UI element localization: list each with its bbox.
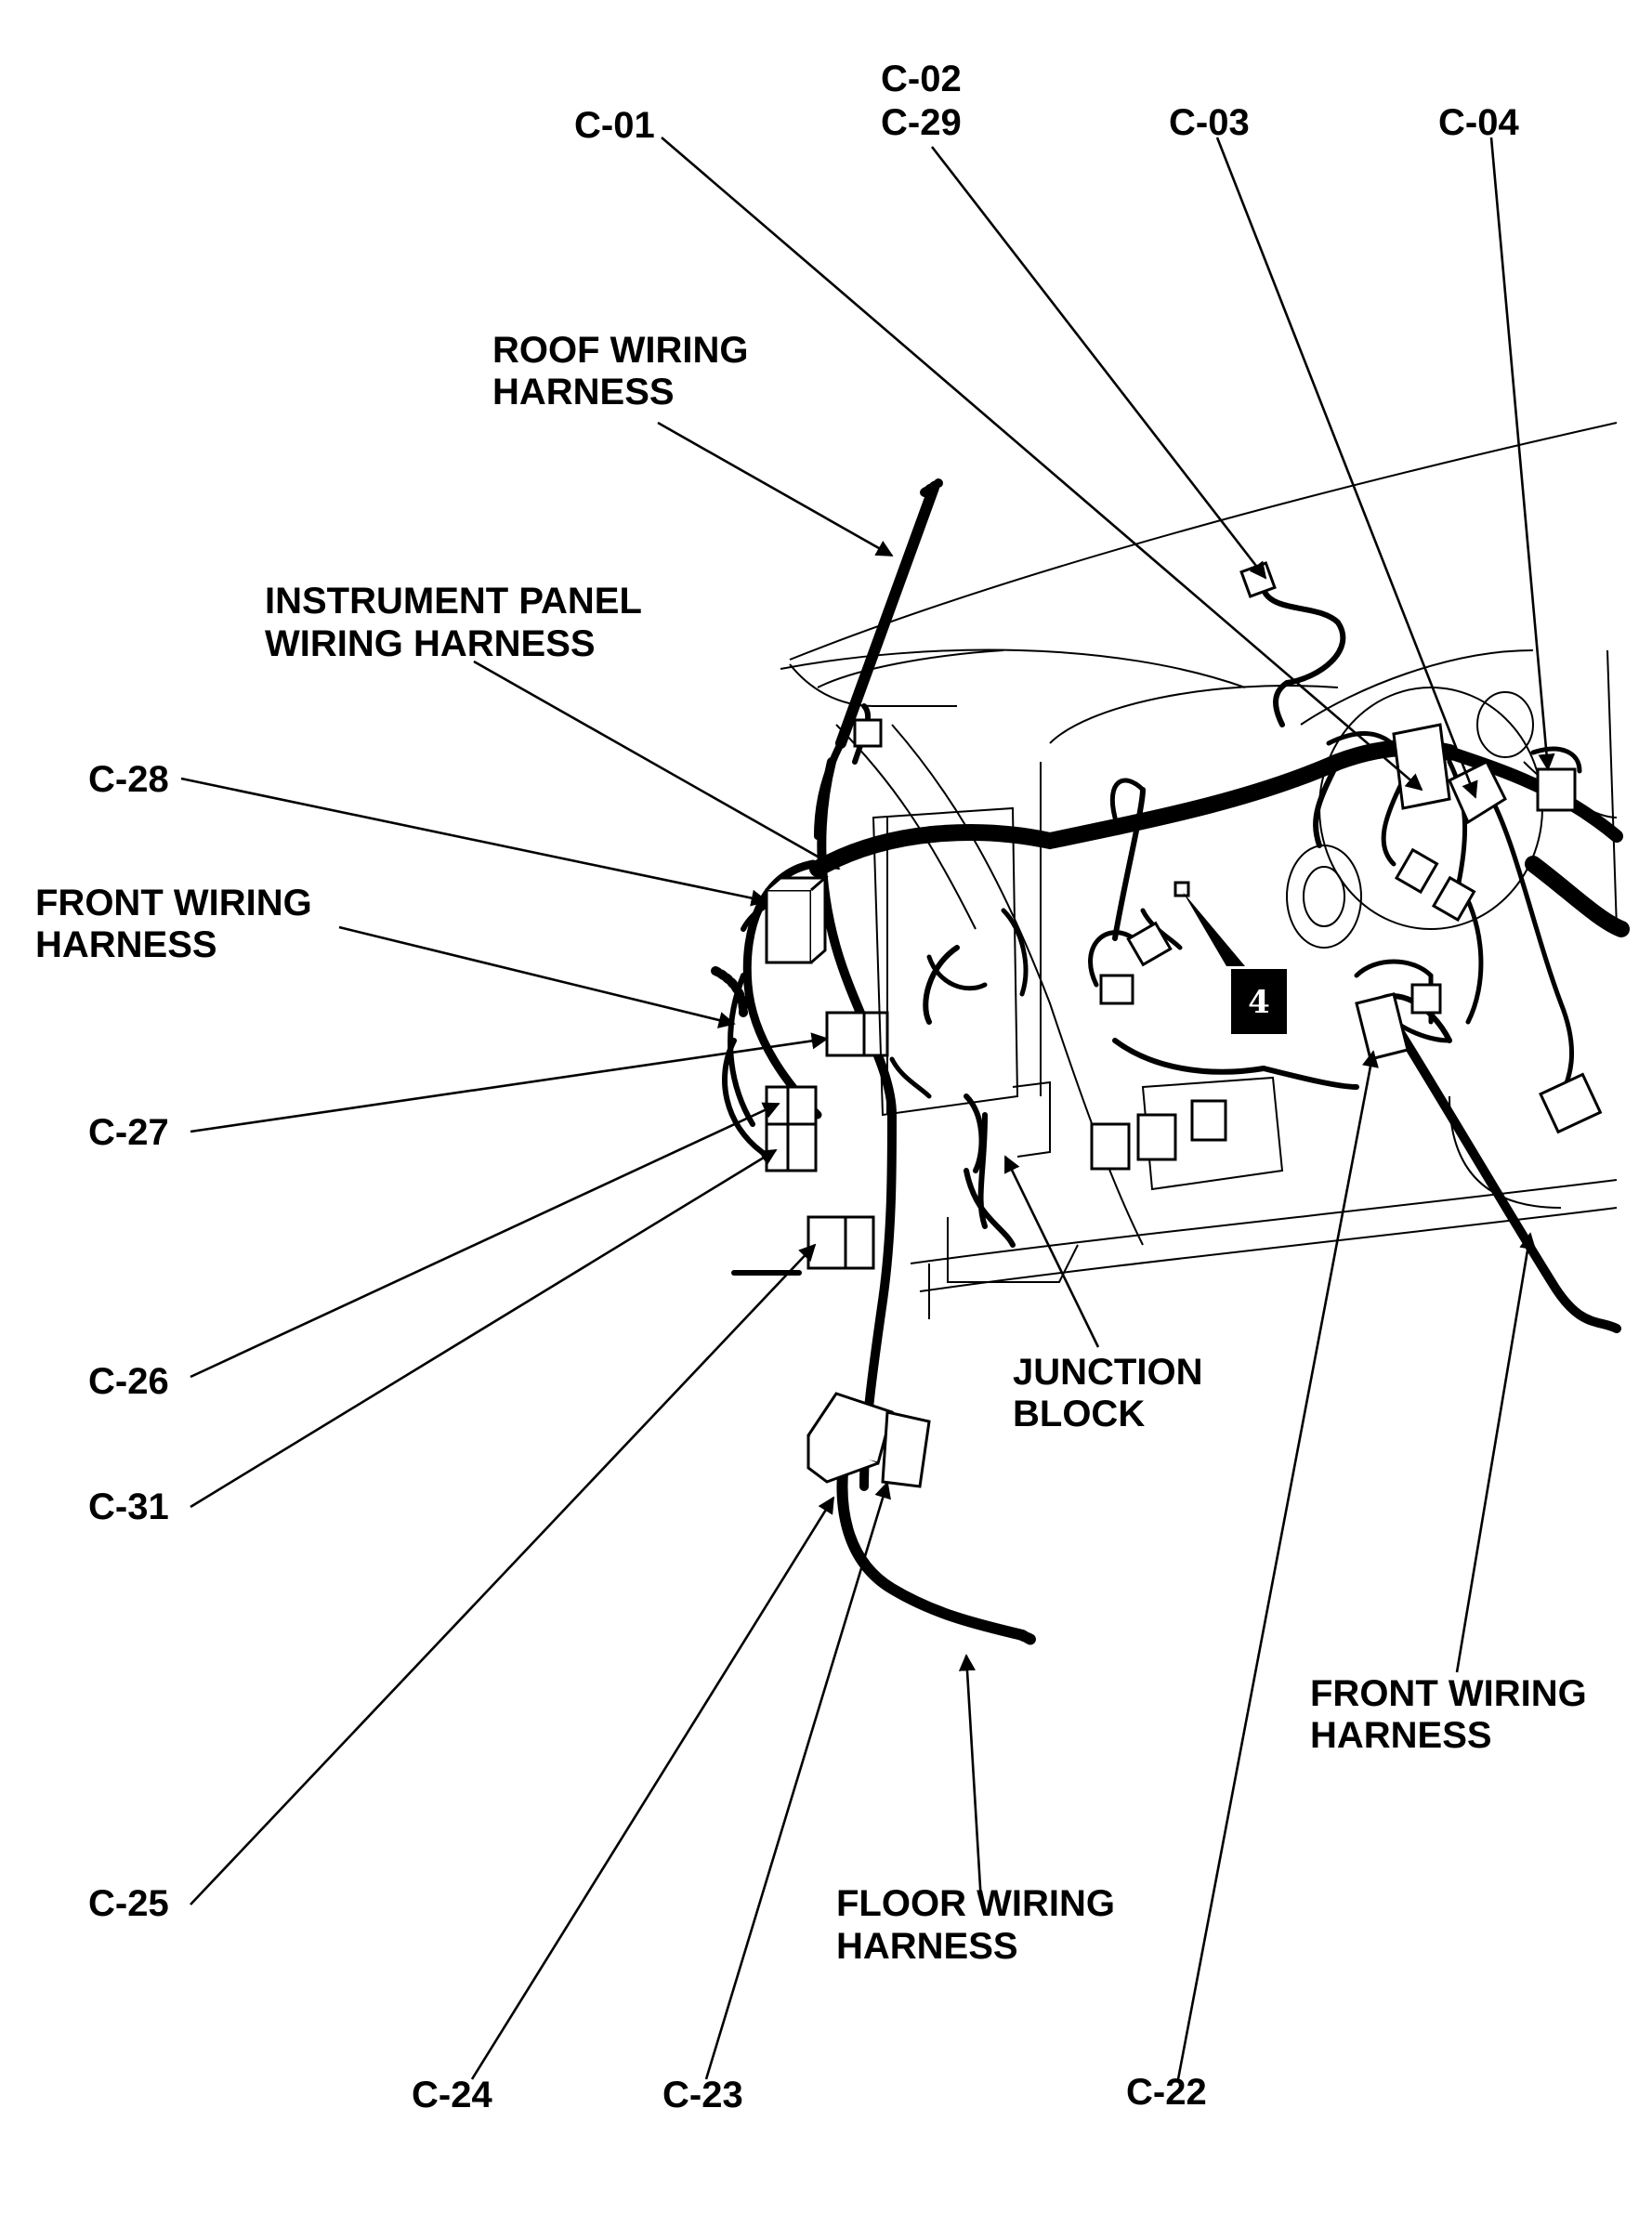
connector-c04 [1536, 767, 1577, 812]
connector-misc [853, 718, 1603, 1171]
label-c24: C-24 [412, 2075, 492, 2115]
connector-c31 [765, 1122, 818, 1172]
connector-c24 [806, 1392, 894, 1484]
label-front-wiring-left-2: HARNESS [35, 924, 217, 965]
label-c29: C-29 [881, 102, 962, 143]
leader-lines [180, 137, 1555, 2080]
label-c27: C-27 [88, 1112, 169, 1153]
label-c28: C-28 [88, 759, 169, 800]
label-c26: C-26 [88, 1361, 169, 1402]
label-floor-wiring-1: FLOOR WIRING [836, 1883, 1115, 1924]
connector-c22 [1355, 992, 1409, 1061]
label-c23: C-23 [662, 2075, 743, 2115]
label-junction-block-2: BLOCK [1013, 1394, 1145, 1434]
connector-c23 [881, 1410, 931, 1488]
label-c01: C-01 [574, 105, 655, 146]
label-instrument-panel-1: INSTRUMENT PANEL [265, 581, 642, 622]
label-front-wiring-right-1: FRONT WIRING [1310, 1673, 1587, 1714]
connector-c27 [825, 1011, 889, 1057]
label-c04: C-04 [1438, 102, 1519, 143]
labels: C-02 C-29 C-01 C-03 C-04 ROOF WIRING HAR… [35, 59, 1587, 2115]
callout-badge: 4 [1183, 892, 1287, 1034]
label-junction-block-1: JUNCTION [1013, 1352, 1202, 1393]
label-roof-wiring-2: HARNESS [492, 372, 675, 412]
label-front-wiring-right-2: HARNESS [1310, 1715, 1492, 1756]
connectors [765, 561, 1603, 1488]
connector-c25 [806, 1215, 875, 1270]
label-roof-wiring-1: ROOF WIRING [492, 330, 749, 371]
connector-c28 [765, 874, 830, 964]
label-front-wiring-left-1: FRONT WIRING [35, 883, 312, 923]
callout-number: 4 [1248, 984, 1270, 1021]
label-floor-wiring-2: HARNESS [836, 1926, 1018, 1967]
label-c25: C-25 [88, 1883, 169, 1924]
junction-block [872, 806, 1051, 1158]
label-c31: C-31 [88, 1486, 169, 1527]
label-c02: C-02 [881, 59, 962, 99]
label-c03: C-03 [1169, 102, 1250, 143]
label-instrument-panel-2: WIRING HARNESS [265, 623, 596, 664]
label-c22: C-22 [1126, 2072, 1207, 2113]
connector-c01 [1392, 723, 1451, 810]
